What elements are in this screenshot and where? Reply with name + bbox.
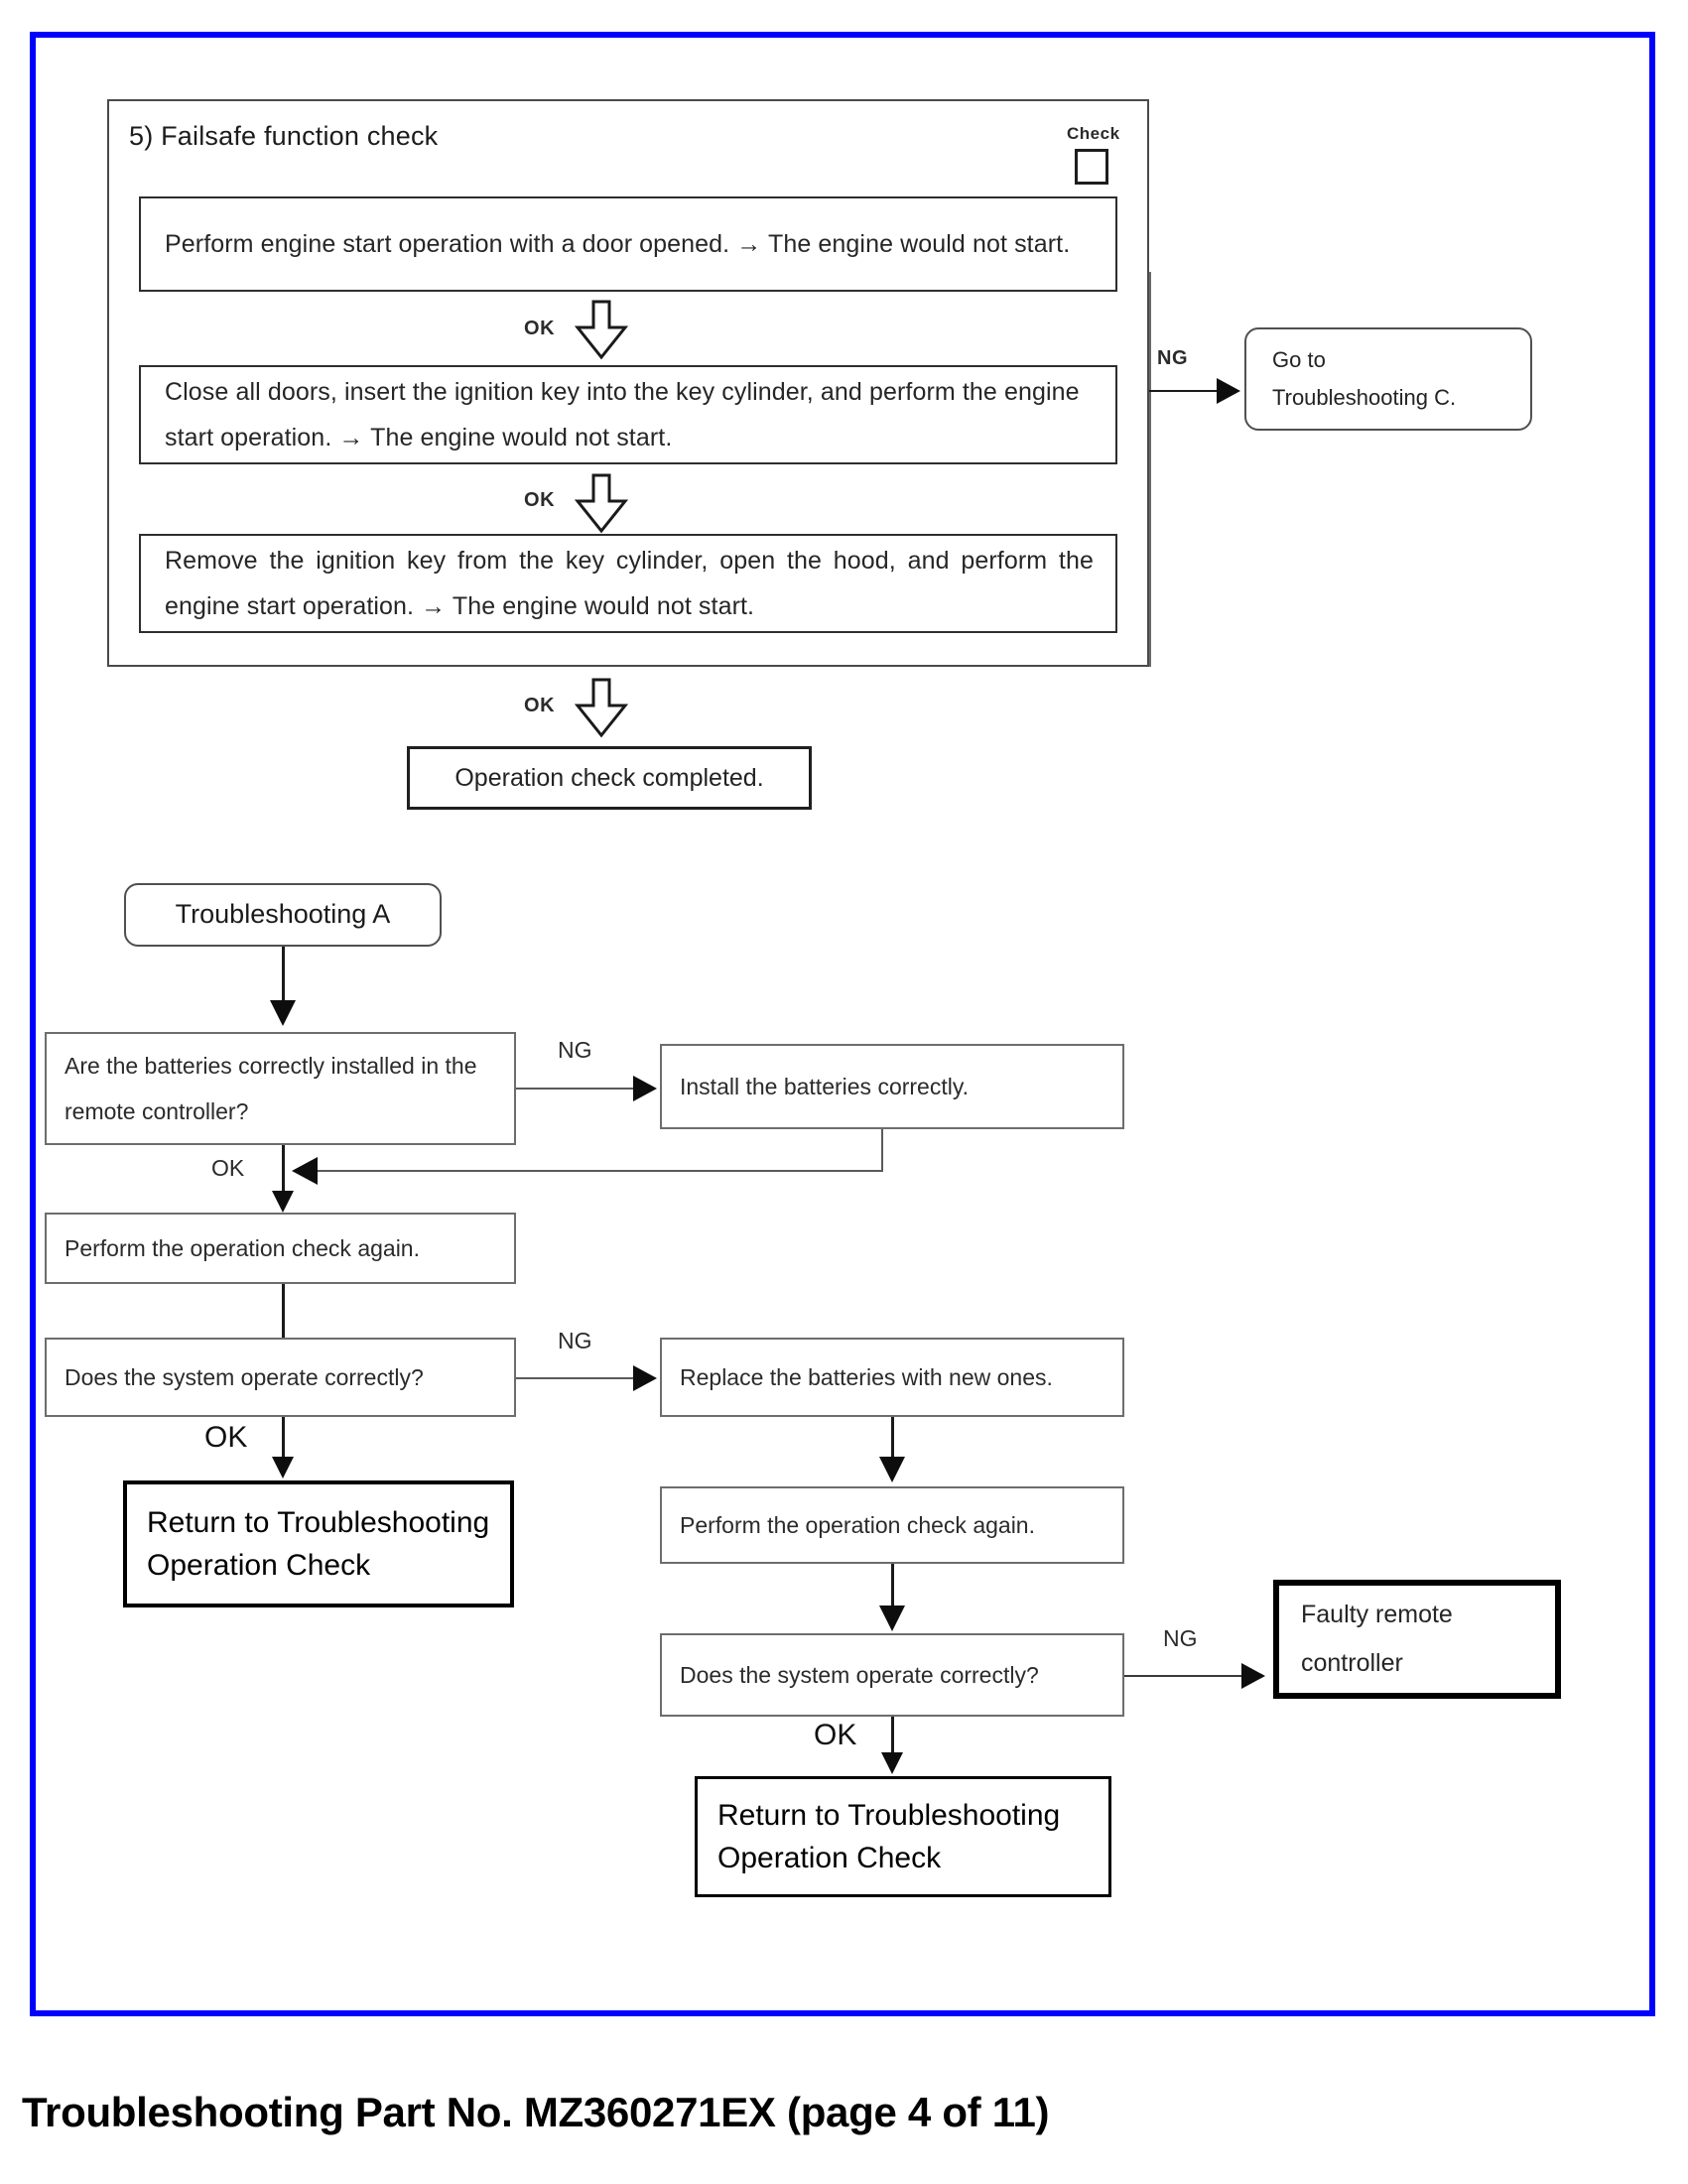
q1-ng-arrowhead (633, 1076, 657, 1101)
return-to-troubleshooting-right-line1: Return to Troubleshooting (717, 1798, 1061, 1832)
question-batteries-installed: Are the batteries correctly installed in… (45, 1032, 516, 1145)
q1-ok-label: OK (211, 1155, 245, 1181)
check-checkbox[interactable] (1075, 149, 1108, 185)
failsafe-ok-arrow-1 (574, 300, 629, 360)
q1-ng-line (516, 1088, 637, 1090)
failsafe-step-1: Perform engine start operation with a do… (139, 196, 1117, 292)
failsafe-ng-arrowhead (1217, 378, 1240, 404)
failsafe-ng-vertical-line (1149, 272, 1151, 667)
q3-ok-arrowhead (881, 1752, 903, 1774)
q3-ng-line (1124, 1675, 1245, 1677)
failsafe-ok-arrow-exit (574, 678, 629, 738)
question-batteries-installed-text: Are the batteries correctly installed in… (65, 1053, 477, 1124)
failsafe-step-3-text: Remove the ignition key from the key cyl… (165, 546, 1094, 620)
goto-troubleshooting-c-box[interactable]: Go to Troubleshooting C. (1244, 327, 1532, 431)
failsafe-ok-label-2: OK (524, 489, 556, 511)
failsafe-ok-arrow-2 (574, 473, 629, 534)
connector-recheck1-to-q2 (282, 1284, 285, 1346)
failsafe-step-1-text: Perform engine start operation with a do… (165, 229, 1071, 258)
question-system-operates-2: Does the system operate correctly? (660, 1633, 1124, 1717)
failsafe-ng-label: NG (1157, 347, 1189, 369)
action-replace-batteries: Replace the batteries with new ones. (660, 1338, 1124, 1417)
troubleshooting-a-start[interactable]: Troubleshooting A (124, 883, 442, 947)
arrowhead-start-to-q1 (270, 1000, 296, 1026)
goto-troubleshooting-c-line2: Troubleshooting C. (1272, 385, 1457, 410)
failsafe-step-2: Close all doors, insert the ignition key… (139, 365, 1117, 464)
q3-ok-line (891, 1717, 894, 1764)
troubleshooting-a-start-label: Troubleshooting A (175, 899, 391, 930)
action-install-batteries: Install the batteries correctly. (660, 1044, 1124, 1129)
goto-troubleshooting-c-line1: Go to (1272, 346, 1326, 372)
failsafe-ok-label-exit: OK (524, 695, 556, 716)
q2-ng-arrowhead (633, 1365, 657, 1391)
return-to-troubleshooting-left-line1: Return to Troubleshooting (147, 1505, 490, 1539)
failsafe-ng-horizontal-line (1149, 390, 1221, 392)
q3-ng-label: NG (1163, 1625, 1198, 1651)
action-recheck-2-text: Perform the operation check again. (680, 1512, 1035, 1538)
arrowhead-replace-to-recheck2 (879, 1457, 905, 1482)
result-faulty-remote-controller: Faulty remote controller (1273, 1580, 1561, 1699)
q2-ok-label: OK (204, 1421, 248, 1454)
q1-ng-label: NG (558, 1037, 592, 1063)
action-recheck-1: Perform the operation check again. (45, 1213, 516, 1284)
check-label: Check (1067, 124, 1120, 143)
q1-ok-arrowhead (272, 1191, 294, 1213)
q2-ng-label: NG (558, 1328, 592, 1353)
action-recheck-1-text: Perform the operation check again. (65, 1235, 420, 1261)
q2-ng-line (516, 1377, 637, 1379)
connector-recheck2-to-q3 (891, 1564, 894, 1613)
q2-ok-arrowhead (272, 1457, 294, 1478)
failsafe-ok-label-1: OK (524, 318, 556, 339)
return-to-troubleshooting-box-right: Return to Troubleshooting Operation Chec… (695, 1776, 1111, 1897)
operation-check-completed-text: Operation check completed. (454, 763, 764, 792)
q1-feedback-arrowhead (292, 1157, 318, 1185)
operation-check-completed-box: Operation check completed. (407, 746, 812, 810)
connector-start-to-q1 (282, 947, 285, 1008)
connector-replace-to-recheck2 (891, 1417, 894, 1465)
failsafe-step-3: Remove the ignition key from the key cyl… (139, 534, 1117, 633)
q1-feedback-down-line (881, 1129, 883, 1171)
failsafe-group-title: 5) Failsafe function check (129, 121, 439, 151)
return-to-troubleshooting-left-line2: Operation Check (147, 1549, 371, 1582)
q1-ok-line (282, 1145, 285, 1205)
question-system-operates-1: Does the system operate correctly? (45, 1338, 516, 1417)
action-install-batteries-text: Install the batteries correctly. (680, 1074, 970, 1099)
action-replace-batteries-text: Replace the batteries with new ones. (680, 1364, 1053, 1390)
q2-ok-line (282, 1417, 285, 1467)
action-recheck-2: Perform the operation check again. (660, 1486, 1124, 1564)
q3-ok-label: OK (814, 1719, 857, 1751)
failsafe-step-2-text: Close all doors, insert the ignition key… (165, 377, 1080, 451)
result-faulty-remote-line1: Faulty remote (1301, 1601, 1453, 1629)
return-to-troubleshooting-box-left: Return to Troubleshooting Operation Chec… (123, 1480, 514, 1607)
q3-ng-arrowhead (1241, 1663, 1265, 1689)
q1-feedback-horizontal-line (316, 1170, 883, 1172)
arrowhead-recheck2-to-q3 (879, 1606, 905, 1631)
return-to-troubleshooting-right-line2: Operation Check (717, 1842, 942, 1874)
page-caption: Troubleshooting Part No. MZ360271EX (pag… (22, 2089, 1050, 2135)
result-faulty-remote-line2: controller (1301, 1649, 1403, 1677)
question-system-operates-2-text: Does the system operate correctly? (680, 1662, 1039, 1688)
question-system-operates-1-text: Does the system operate correctly? (65, 1364, 424, 1390)
